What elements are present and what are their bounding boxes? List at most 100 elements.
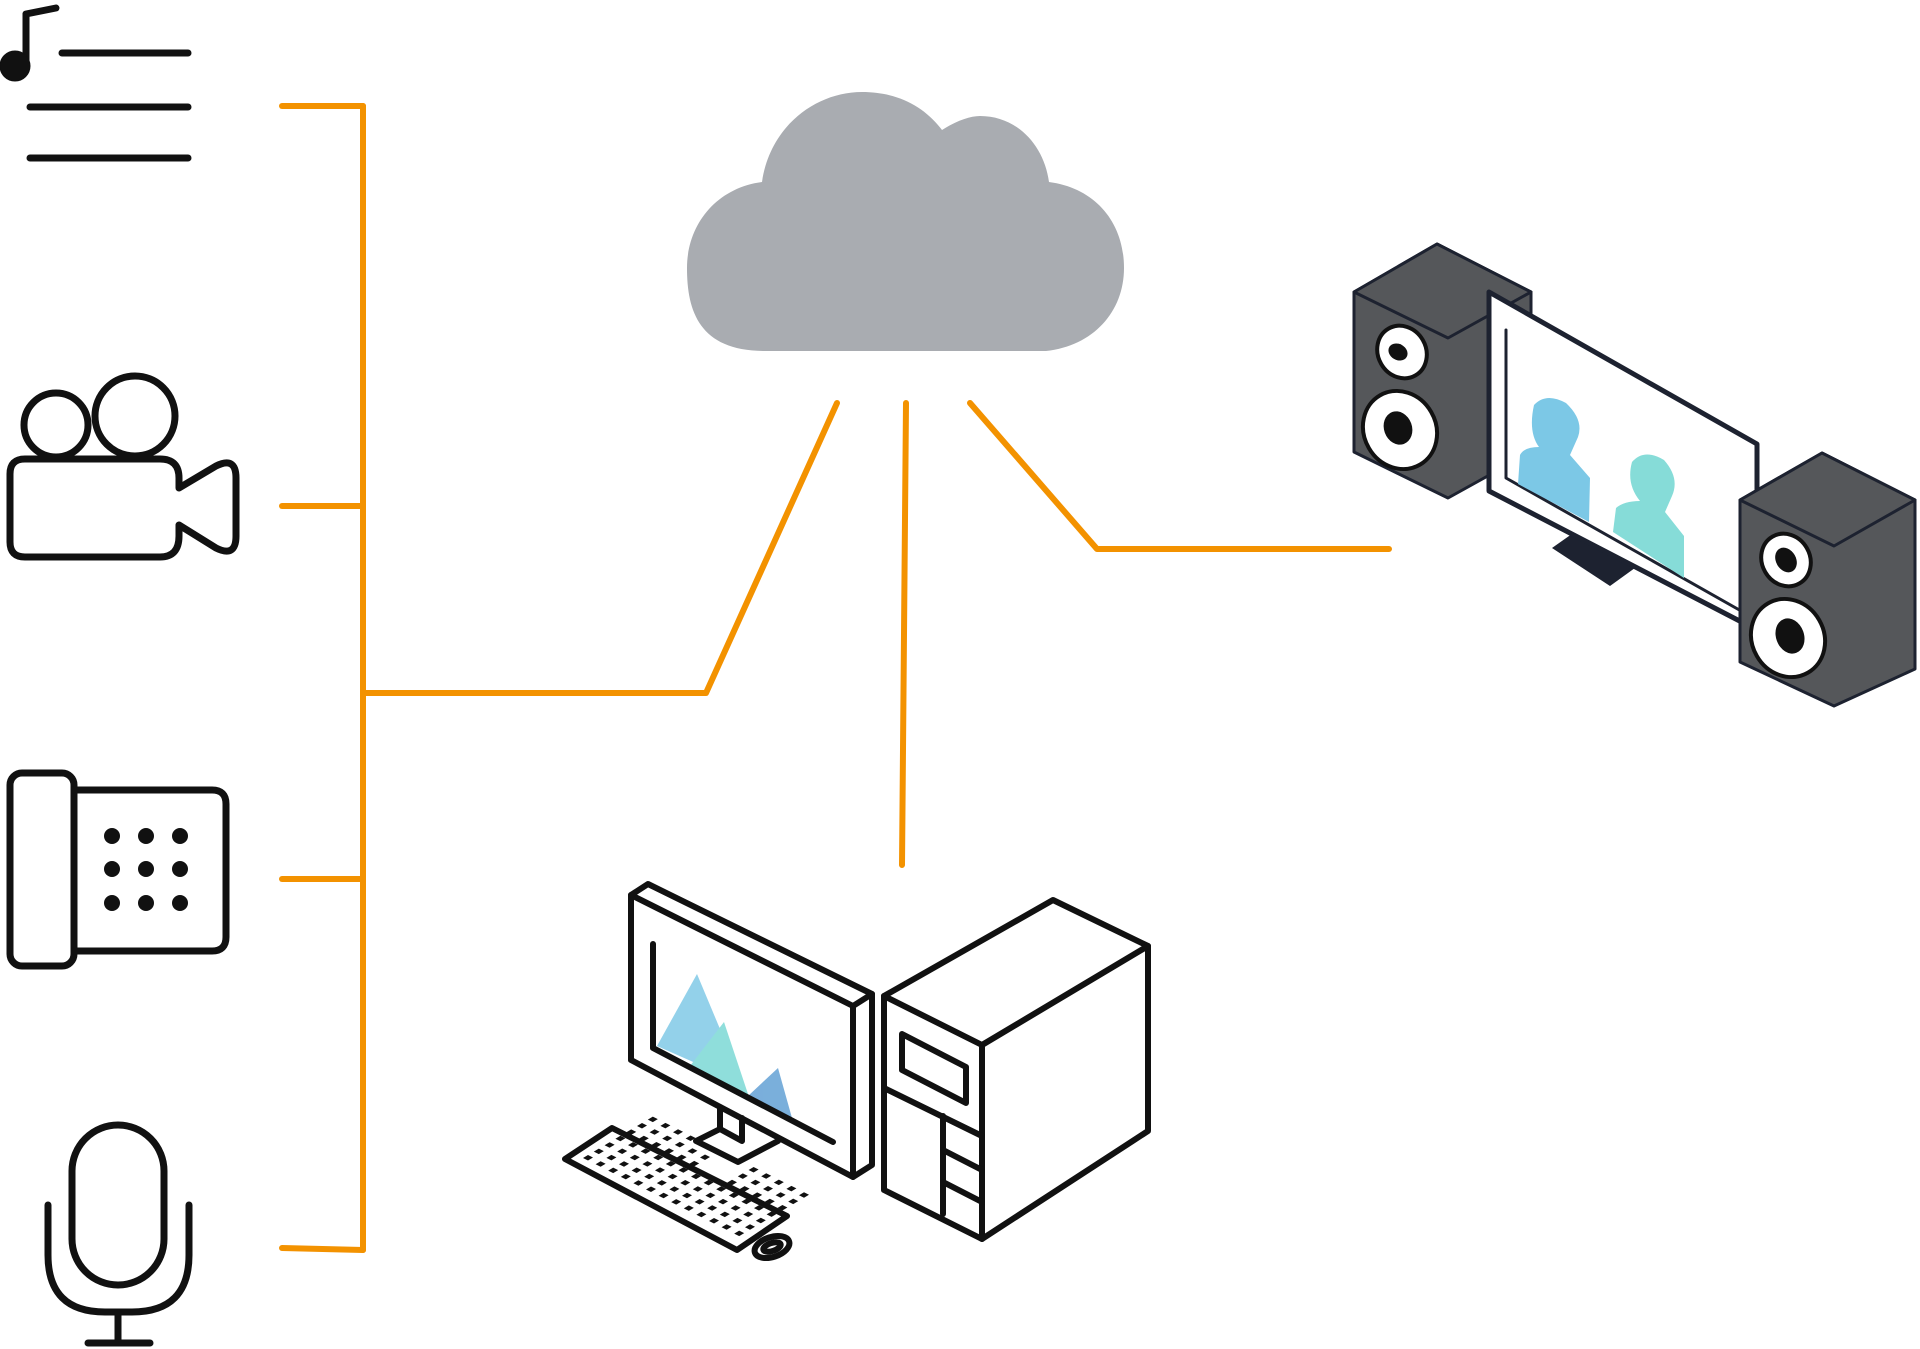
phone-key: [104, 861, 120, 877]
phone-key: [172, 828, 188, 844]
keyboard-key: [660, 1122, 671, 1129]
microphone-icon: [44, 1121, 193, 1347]
keyboard-key: [662, 1135, 673, 1142]
phone-key: [172, 895, 188, 911]
keyboard-key: [687, 1148, 698, 1154]
keyboard-key: [667, 1173, 678, 1180]
phone-key: [172, 861, 188, 877]
keyboard-key: [755, 1217, 766, 1224]
keyboard-key: [619, 1161, 629, 1167]
keyboard-key: [593, 1148, 604, 1155]
keyboard-key: [595, 1161, 606, 1167]
keyboard-key: [637, 1123, 647, 1129]
keyboard-key: [728, 1192, 739, 1198]
keyboard-key: [638, 1135, 649, 1142]
keyboard-key: [633, 1180, 644, 1186]
keyboard-key: [676, 1154, 687, 1161]
keyboard-key: [653, 1154, 664, 1161]
keyboard-key: [707, 1205, 718, 1211]
keyboard-key: [700, 1154, 710, 1160]
keyboard-key: [617, 1148, 628, 1154]
keyboard-key: [788, 1198, 799, 1205]
keyboard-key: [673, 1129, 683, 1135]
keyboard-key: [737, 1173, 748, 1179]
keyboard-keys: [583, 1116, 809, 1237]
keyboard-key: [629, 1154, 640, 1161]
keyboard-key: [682, 1192, 692, 1199]
keyboard-key: [606, 1154, 617, 1161]
keyboard-key: [615, 1135, 626, 1142]
keyboard-key: [604, 1142, 615, 1148]
connector-cloud-to-computer: [899, 400, 909, 868]
keyboard-key: [709, 1218, 719, 1224]
keyboard-key: [703, 1179, 714, 1186]
keyboard-key: [750, 1179, 761, 1186]
keyboard-key: [705, 1192, 716, 1199]
phone-keypad: [104, 828, 188, 911]
keyboard-key: [620, 1173, 631, 1180]
keyboard-key: [647, 1116, 658, 1123]
keyboard-key: [640, 1148, 651, 1154]
keyboard-key: [734, 1230, 745, 1237]
keyboard-key: [680, 1180, 691, 1186]
desk-phone-icon: [6, 769, 230, 970]
phone-key: [138, 828, 154, 844]
keyboard-key: [752, 1192, 763, 1198]
connector-bus-to-cloud: [360, 400, 840, 696]
keyboard-key: [689, 1160, 700, 1167]
connector-lines: [279, 103, 1392, 1253]
keyboard-key: [656, 1180, 667, 1186]
keyboard-key: [764, 1198, 775, 1205]
keyboard-key: [777, 1205, 788, 1211]
keyboard-key: [710, 1148, 721, 1154]
keyboard-key: [631, 1167, 642, 1173]
keyboard-key: [626, 1129, 637, 1135]
keyboard-key: [730, 1205, 741, 1211]
connector-cloud-to-theater: [967, 400, 1392, 552]
keyboard-key: [649, 1129, 660, 1135]
keyboard-key: [694, 1199, 705, 1205]
keyboard-key: [754, 1205, 764, 1211]
keyboard-key: [646, 1186, 656, 1192]
home-theater-icon: [1352, 242, 1917, 708]
keyboard-key: [721, 1224, 732, 1230]
keyboard-key: [644, 1173, 655, 1180]
keyboard-key: [685, 1135, 696, 1141]
keyboard-key: [696, 1211, 707, 1218]
keyboard-key: [743, 1211, 754, 1217]
keyboard-key: [583, 1155, 593, 1161]
keyboard-key: [642, 1161, 653, 1167]
keyboard-key: [678, 1167, 689, 1173]
keyboard-key: [775, 1192, 786, 1198]
keyboard-key: [698, 1141, 709, 1148]
keyboard-key: [691, 1173, 701, 1180]
keyboard-key: [692, 1186, 703, 1192]
phone-key: [104, 828, 120, 844]
keyboard-key: [748, 1167, 759, 1173]
keyboard-key: [664, 1148, 674, 1154]
screen-chart: [657, 974, 792, 1118]
keyboard-key: [671, 1199, 682, 1205]
keyboard-key: [727, 1179, 737, 1186]
phone-key: [138, 861, 154, 877]
keyboard-key: [741, 1198, 752, 1205]
keyboard-key: [608, 1167, 619, 1174]
keyboard-key: [732, 1217, 743, 1224]
cloud-icon: [687, 92, 1124, 351]
keyboard-key: [719, 1211, 730, 1218]
music-note-list-icon: [0, 4, 192, 162]
keyboard-key: [669, 1186, 680, 1192]
right-speaker: [1738, 451, 1917, 708]
keyboard-key: [665, 1161, 676, 1167]
keyboard-key: [745, 1224, 755, 1230]
video-camera-icon: [6, 372, 240, 561]
keyboard-key: [683, 1205, 694, 1211]
keyboard-key: [761, 1173, 772, 1179]
phone-key: [104, 895, 120, 911]
keyboard-key: [766, 1211, 777, 1217]
keyboard-key: [655, 1167, 665, 1173]
keyboard-key: [658, 1192, 669, 1199]
keyboard-key: [773, 1179, 784, 1186]
